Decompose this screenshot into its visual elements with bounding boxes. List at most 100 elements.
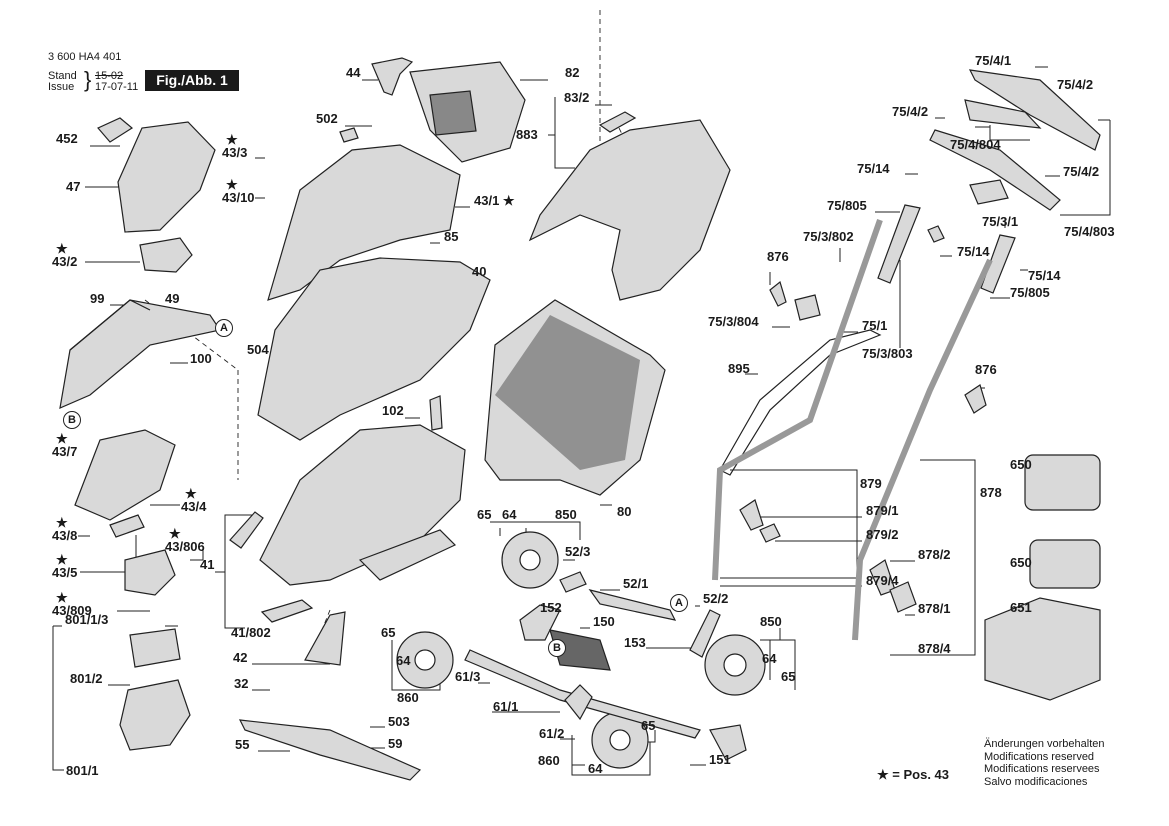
callout: 650 xyxy=(1010,457,1032,472)
callout: 75/4/803 xyxy=(1064,224,1115,239)
callout: 151 xyxy=(709,752,731,767)
callout: 52/3 xyxy=(565,544,591,559)
callout: 43/10 xyxy=(222,178,255,205)
callout: 64 xyxy=(588,761,603,776)
callout: 801/2 xyxy=(70,671,103,686)
callout: 651 xyxy=(1010,600,1032,615)
callout: 153 xyxy=(624,635,646,650)
callout: 860 xyxy=(538,753,560,768)
callout: 102 xyxy=(382,403,404,418)
callout: 43/5 xyxy=(52,553,77,580)
callout: 650 xyxy=(1010,555,1032,570)
note-de: Änderungen vorbehalten xyxy=(984,738,1105,750)
callout: 65 xyxy=(477,507,492,522)
brace-icon: } xyxy=(84,67,92,92)
callout: 452 xyxy=(56,131,78,146)
callout: 43/3 xyxy=(222,133,247,160)
callout: 504 xyxy=(247,342,269,357)
callout: 75/14 xyxy=(957,244,990,259)
callout: 32 xyxy=(234,676,249,691)
callout: 40 xyxy=(472,264,487,279)
part-number: 3 600 HA4 401 xyxy=(48,51,122,63)
callout: 83/2 xyxy=(564,90,590,105)
callout: 43/1 ★ xyxy=(474,193,515,208)
issue-label: Issue xyxy=(48,81,75,93)
callout: 43/4 xyxy=(181,487,206,514)
callout: 75/4/2 xyxy=(1057,77,1094,92)
callout: 75/805 xyxy=(1010,285,1050,300)
stand-label: Stand xyxy=(48,70,77,82)
callout: 61/3 xyxy=(455,669,481,684)
callout: 64 xyxy=(396,653,411,668)
callout: 879/4 xyxy=(866,573,899,588)
note-en: Modifications reserved xyxy=(984,750,1095,763)
callout: 75/805 xyxy=(827,198,867,213)
modification-notes: Änderungen vorbehalten Modifications res… xyxy=(984,738,1104,788)
marker-a: A xyxy=(670,594,688,612)
callout: 61/1 xyxy=(493,699,519,714)
callout: 43/806 xyxy=(165,527,205,554)
callout: 503 xyxy=(388,714,410,729)
issue-value: 17-07-11 xyxy=(95,81,139,93)
callout: 42 xyxy=(233,650,248,665)
callout: 75/3/802 xyxy=(803,229,854,244)
callout: 65 xyxy=(641,718,656,733)
callout: 879/2 xyxy=(866,527,899,542)
callout: 878/2 xyxy=(918,547,951,562)
callout: 59 xyxy=(388,736,403,751)
callout: 883 xyxy=(516,127,538,142)
star-legend: = Pos. 43 xyxy=(877,767,949,783)
callout: 75/3/804 xyxy=(708,314,759,329)
callout: 502 xyxy=(316,111,338,126)
callout: 152 xyxy=(540,600,562,615)
marker-a: A xyxy=(215,319,233,337)
parts xyxy=(59,57,1101,781)
callout: 801/1 xyxy=(66,763,99,778)
figure-label: Fig./Abb. 1 xyxy=(145,70,239,91)
note-fr: Modifications reservees xyxy=(984,763,1100,775)
callout: 43/7 xyxy=(52,432,77,459)
callout: 47 xyxy=(66,179,81,194)
callout: 43/809 xyxy=(52,591,92,618)
callout: 41 xyxy=(200,557,215,572)
stand-value: 15-02 xyxy=(95,70,124,82)
callout: 75/3/803 xyxy=(862,346,913,361)
callout: 876 xyxy=(975,362,997,377)
callout: 43/8 xyxy=(52,516,77,543)
callout: 801/1/3 xyxy=(65,612,109,627)
callout: 860 xyxy=(397,690,419,705)
marker-b: B xyxy=(63,411,81,429)
callout: 43/2 xyxy=(52,242,77,269)
callout: 75/14 xyxy=(857,161,890,176)
callout: 75/3/1 xyxy=(982,214,1019,229)
callout: 878/4 xyxy=(918,641,951,656)
callout: 64 xyxy=(502,507,517,522)
callout: 65 xyxy=(781,669,796,684)
callout: 75/4/2 xyxy=(1063,164,1100,179)
callout: 49 xyxy=(165,291,180,306)
callout: 850 xyxy=(555,507,577,522)
callout: 879/1 xyxy=(866,503,899,518)
callout: 879 xyxy=(860,476,882,491)
callout: 52/2 xyxy=(703,591,729,606)
callout: 61/2 xyxy=(539,726,565,741)
callout: 75/4/1 xyxy=(975,53,1012,68)
callout: 100 xyxy=(190,351,212,366)
callout: 850 xyxy=(760,614,782,629)
callout: 75/1 xyxy=(862,318,888,333)
note-es: Salvo modificaciones xyxy=(984,775,1088,788)
marker-b: B xyxy=(548,639,566,657)
callout: 82 xyxy=(565,65,580,80)
callout: 876 xyxy=(767,249,789,264)
callout: 85 xyxy=(444,229,459,244)
callout: 64 xyxy=(762,651,777,666)
callout: 878/1 xyxy=(918,601,951,616)
callout: 99 xyxy=(90,291,105,306)
callout: 75/4/804 xyxy=(950,137,1001,152)
callout: 65 xyxy=(381,625,396,640)
callout: 80 xyxy=(617,504,632,519)
callout: 55 xyxy=(235,737,250,752)
callout: 878 xyxy=(980,485,1002,500)
